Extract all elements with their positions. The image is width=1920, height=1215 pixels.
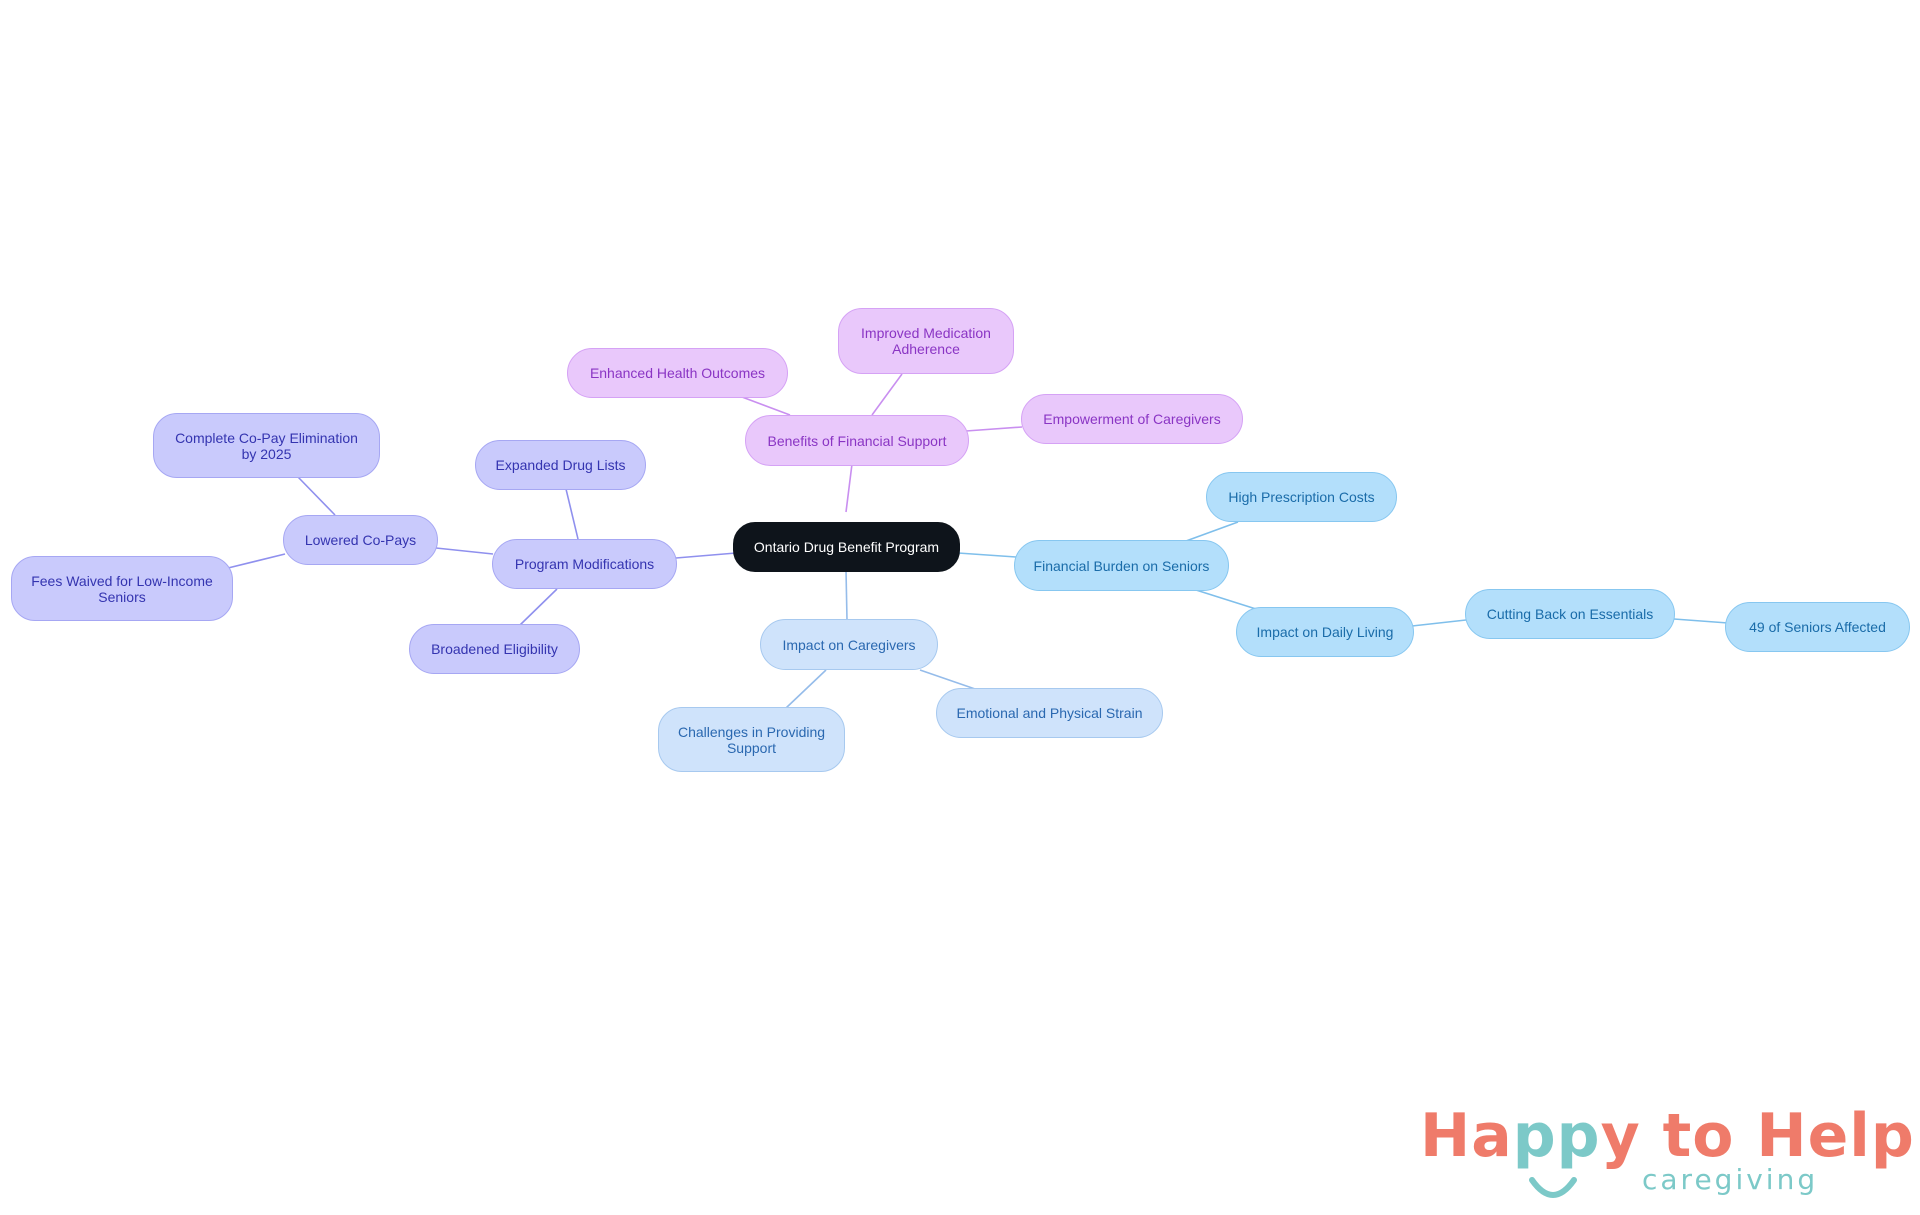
node-fees-waived-for-low-income-seniors[interactable]: Fees Waived for Low-Income Seniors: [11, 556, 233, 621]
node-high-prescription-costs[interactable]: High Prescription Costs: [1206, 472, 1397, 522]
node-financial-burden-on-seniors[interactable]: Financial Burden on Seniors: [1014, 540, 1229, 591]
logo-title: Happy to Help: [1420, 1104, 1915, 1168]
edge-benefits-empowerment: [965, 426, 1023, 432]
logo-title-part2: pp: [1512, 1101, 1601, 1171]
edge-financial-dailyliving: [1195, 589, 1257, 610]
node-label: Complete Co-Pay Elimination by 2025: [175, 429, 358, 462]
node-cutting-back-on-essentials[interactable]: Cutting Back on Essentials: [1465, 589, 1675, 639]
edge-essentials-affected: [1673, 618, 1729, 624]
edge-dailyliving-essentials: [1411, 619, 1467, 627]
smile-icon: [1529, 1177, 1577, 1198]
node-label: Emotional and Physical Strain: [956, 705, 1143, 721]
node-label: Cutting Back on Essentials: [1486, 606, 1654, 622]
node-label: Expanded Drug Lists: [495, 457, 626, 473]
node-label: High Prescription Costs: [1228, 489, 1375, 505]
node-label: Benefits of Financial Support: [767, 432, 947, 449]
node-label: Fees Waived for Low-Income Seniors: [31, 572, 213, 605]
node-program-modifications[interactable]: Program Modifications: [492, 539, 677, 589]
node-label: Empowerment of Caregivers: [1043, 411, 1221, 427]
edge-financial-prescription: [1185, 521, 1239, 542]
node-label: Challenges in Providing Support: [677, 723, 826, 756]
node-label: Program Modifications: [514, 556, 655, 572]
edge-modifications-druglists: [565, 488, 579, 540]
edge-root-financial: [957, 552, 1017, 558]
edge-benefits-health: [741, 396, 791, 416]
node-enhanced-health-outcomes[interactable]: Enhanced Health Outcomes: [567, 348, 788, 398]
node-label: Financial Burden on Seniors: [1033, 557, 1210, 574]
edge-root-modifications: [675, 552, 737, 559]
node-label: Impact on Daily Living: [1256, 624, 1394, 640]
root-node-label: Ontario Drug Benefit Program: [753, 539, 940, 555]
edge-modifications-copays: [435, 547, 494, 555]
edge-caregivers-strain: [919, 669, 979, 691]
node-label: Impact on Caregivers: [782, 636, 916, 653]
node-label: 49 of Seniors Affected: [1749, 619, 1886, 635]
node-lowered-co-pays[interactable]: Lowered Co-Pays: [283, 515, 438, 565]
logo-title-part3: y to Help: [1600, 1101, 1915, 1171]
node-impact-on-caregivers[interactable]: Impact on Caregivers: [760, 619, 938, 670]
node-complete-co-pay-elimination[interactable]: Complete Co-Pay Elimination by 2025: [153, 413, 380, 478]
node-impact-on-daily-living[interactable]: Impact on Daily Living: [1236, 607, 1414, 657]
node-49-of-seniors-affected[interactable]: 49 of Seniors Affected: [1725, 602, 1910, 652]
node-expanded-drug-lists[interactable]: Expanded Drug Lists: [475, 440, 646, 490]
logo-subtitle: caregiving: [1642, 1163, 1819, 1196]
node-label: Improved Medication Adherence: [861, 325, 991, 357]
node-broadened-eligibility[interactable]: Broadened Eligibility: [409, 624, 580, 674]
node-improved-medication-adherence[interactable]: Improved Medication Adherence: [838, 308, 1014, 374]
edge-benefits-adherence: [871, 373, 903, 416]
logo-title-part1: Ha: [1420, 1101, 1513, 1171]
node-emotional-and-physical-strain[interactable]: Emotional and Physical Strain: [936, 688, 1163, 738]
node-label: Enhanced Health Outcomes: [589, 365, 766, 381]
node-label: Lowered Co-Pays: [304, 532, 417, 548]
root-node[interactable]: Ontario Drug Benefit Program: [733, 522, 960, 572]
node-challenges-in-providing-support[interactable]: Challenges in Providing Support: [658, 707, 845, 772]
edge-modifications-eligibility: [519, 588, 558, 626]
edge-copays-waived: [227, 553, 286, 569]
node-benefits-of-financial-support[interactable]: Benefits of Financial Support: [745, 415, 969, 466]
edge-copays-elimination: [297, 476, 336, 516]
edge-root-caregivers: [845, 569, 848, 621]
happy-to-help-logo: Happy to Help caregiving: [1420, 1104, 1914, 1204]
node-empowerment-of-caregivers[interactable]: Empowerment of Caregivers: [1021, 394, 1243, 444]
node-label: Broadened Eligibility: [431, 641, 558, 657]
edge-caregivers-challenges: [785, 669, 827, 709]
